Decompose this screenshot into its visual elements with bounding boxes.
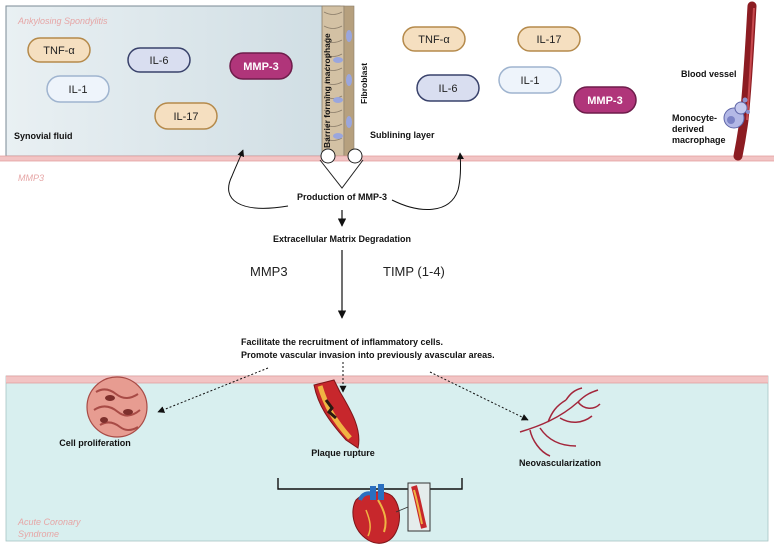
monocyte-macrophage-icon — [723, 97, 750, 129]
svg-text:MMP-3: MMP-3 — [587, 95, 622, 107]
timp-balance-label: TIMP (1-4) — [383, 264, 445, 279]
blood-vessel-label: Blood vessel — [681, 69, 737, 79]
neovascularization-icon — [519, 387, 601, 457]
pill-il17-right: IL-17 — [517, 26, 581, 52]
barrier-macrophage-label: Barrier forming macrophage — [322, 33, 332, 148]
sublining-layer-label: Sublining layer — [370, 130, 435, 140]
svg-text:IL-17: IL-17 — [173, 111, 198, 123]
outcome-plaque-rupture: Plaque rupture — [311, 448, 375, 458]
svg-text:TNF-α: TNF-α — [43, 45, 75, 57]
outcome-cell-proliferation: Cell proliferation — [59, 438, 131, 448]
svg-text:IL-17: IL-17 — [536, 34, 561, 46]
membrane-mmp3-label: MMP3 — [18, 173, 44, 183]
blood-vessel — [733, 1, 757, 161]
mmp3-balance-label: MMP3 — [250, 264, 288, 279]
pill-il1-right: IL-1 — [498, 66, 562, 94]
pill-tnf-alpha-left: TNF-α — [27, 37, 91, 63]
outcome-neovascularization: Neovascularization — [519, 458, 601, 468]
svg-text:IL-1: IL-1 — [521, 75, 540, 87]
pill-il1-left: IL-1 — [46, 75, 110, 103]
pill-mmp3-left: MMP-3 — [229, 52, 293, 80]
artery-zoom-box — [395, 482, 431, 532]
heart-icon — [352, 484, 400, 544]
pill-il6-right: IL-6 — [416, 74, 480, 102]
svg-text:IL-6: IL-6 — [150, 55, 169, 67]
production-label: Production of MMP-3 — [297, 192, 387, 202]
curved-arrow-right — [391, 152, 464, 210]
bottom-title: Acute Coronary Syndrome — [17, 517, 83, 539]
ecm-label: Extracellular Matrix Degradation — [273, 234, 411, 244]
svg-text:IL-1: IL-1 — [69, 84, 88, 96]
curved-arrow-left — [228, 149, 289, 209]
cell-proliferation-icon — [86, 376, 148, 438]
pill-mmp3-right: MMP-3 — [573, 86, 637, 114]
left-cytokine-group: TNF-α IL-6 MMP-3 IL-1 IL-17 — [27, 37, 293, 130]
monocyte-label: Monocyte- derived macrophage — [672, 113, 726, 145]
svg-text:TNF-α: TNF-α — [418, 34, 450, 46]
pill-il6-left: IL-6 — [127, 47, 191, 73]
pill-tnf-alpha-right: TNF-α — [402, 26, 466, 52]
recruitment-text: Facilitate the recruitment of inflammato… — [241, 337, 495, 360]
right-cytokine-group: TNF-α IL-17 IL-1 IL-6 MMP-3 — [402, 26, 637, 114]
plaque-rupture-icon — [313, 379, 360, 449]
membrane-bottom — [6, 376, 768, 383]
pill-il17-left: IL-17 — [154, 102, 218, 130]
top-title: Ankylosing Spondylitis — [17, 16, 108, 26]
fibroblast-label: Fibroblast — [359, 63, 369, 104]
membrane-top — [0, 156, 774, 161]
svg-text:MMP-3: MMP-3 — [243, 61, 278, 73]
split-junction — [319, 148, 364, 189]
svg-text:IL-6: IL-6 — [439, 83, 458, 95]
synovial-fluid-label: Synovial fluid — [14, 131, 73, 141]
